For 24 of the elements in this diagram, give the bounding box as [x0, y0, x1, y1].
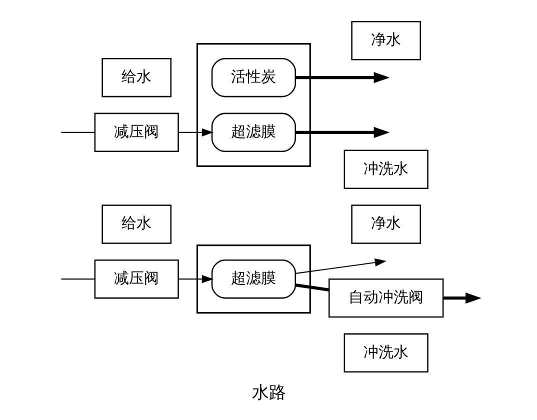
arrow	[178, 128, 214, 136]
node-box: 超滤膜	[210, 112, 296, 152]
node-box: 自动冲洗阀	[328, 278, 444, 318]
connector	[60, 278, 94, 280]
arrow	[295, 72, 390, 83]
diagram-title: 水路	[252, 382, 286, 402]
node-box: 冲洗水	[343, 332, 428, 372]
connector	[294, 282, 329, 291]
arrow	[295, 126, 390, 138]
cluster	[196, 42, 310, 166]
node-box: 给水	[101, 204, 172, 244]
node-box: 减压阀	[94, 112, 178, 152]
node-box: 给水	[101, 57, 172, 97]
node-box: 冲洗水	[343, 149, 428, 188]
arrow	[442, 292, 481, 304]
node-box: 活性炭	[210, 57, 296, 97]
node-box: 净水	[350, 204, 421, 244]
node-box: 超滤膜	[210, 258, 296, 298]
node-box: 减压阀	[94, 258, 178, 298]
arrow	[178, 274, 214, 283]
arrow	[295, 258, 386, 274]
connector	[60, 131, 94, 132]
cluster	[196, 244, 310, 314]
node-box: 净水	[350, 20, 421, 60]
